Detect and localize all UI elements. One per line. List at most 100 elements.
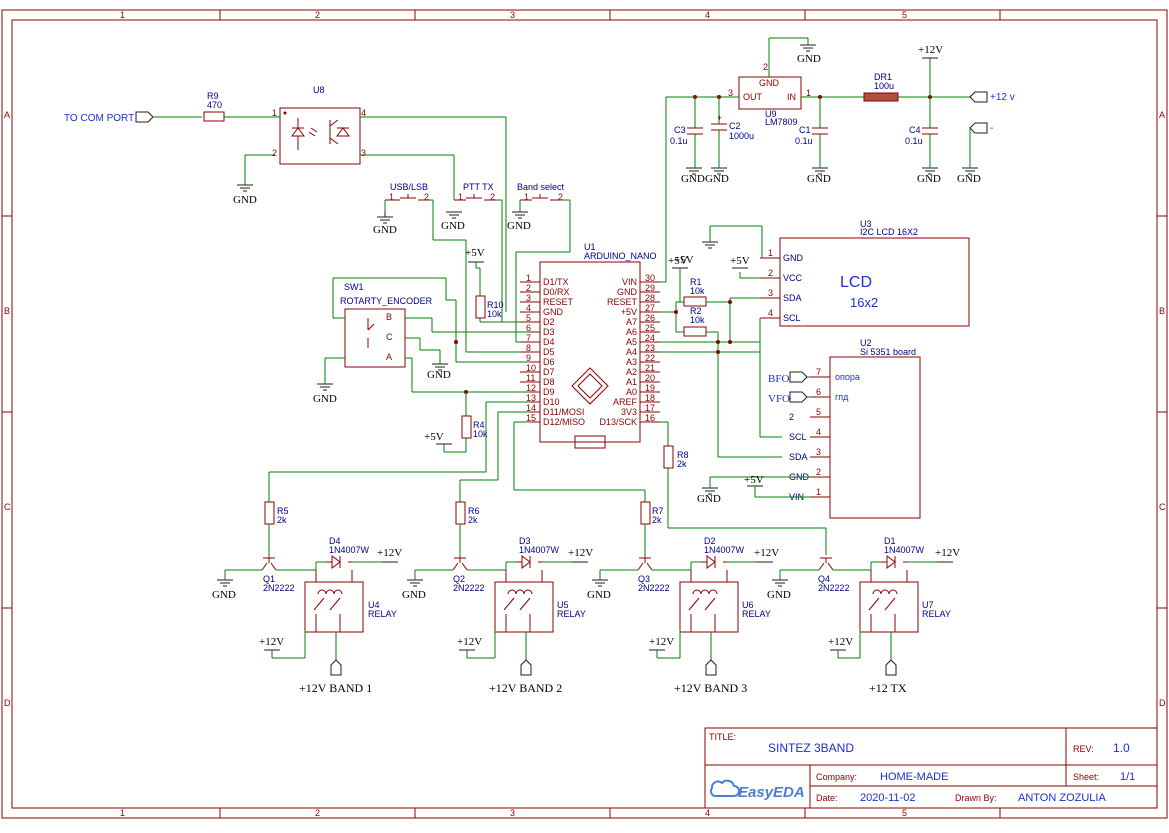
r6-val: 2k	[468, 515, 478, 525]
nano-pin-num: 1	[526, 273, 531, 283]
nano-pin-name: A1	[626, 377, 637, 387]
u9-gnd-label: GND	[759, 78, 780, 88]
lcd-pin-name: SDA	[783, 293, 802, 303]
enc-pin-b: B	[386, 312, 392, 322]
c1-ref: C1	[799, 125, 811, 135]
grid-row-a-right: A	[1159, 110, 1165, 120]
c3-val: 0.1u	[670, 136, 688, 146]
q4-ref: Q4	[818, 574, 830, 584]
u4-ref: U4	[368, 600, 380, 610]
grid-col-2: 2	[315, 10, 320, 20]
svg-text:GND: GND	[697, 493, 721, 505]
u9-ref: U9	[765, 109, 777, 119]
nano-pin-num: 18	[645, 393, 655, 403]
u5-p12-label: +12V	[457, 636, 482, 648]
nano-pin-num: 24	[645, 333, 655, 343]
relay-drivers: R8 2k R5 2k Q1 2N2222 D4 1N4007W +12V U4…	[224, 401, 960, 695]
nano-pin-name: A2	[626, 367, 637, 377]
title-block: TITLE: SINTEZ 3BAND REV: 1.0 Company: HO…	[704, 727, 1158, 809]
svg-text:GND: GND	[705, 173, 729, 185]
lcd-text-1: LCD	[840, 274, 872, 291]
nano-pin-num: 11	[526, 373, 535, 383]
r7-ref: R7	[652, 506, 664, 516]
u3-val: I2C LCD 16X2	[860, 227, 918, 237]
r7-val: 2k	[652, 515, 662, 525]
r4-5v-label: +5V	[424, 431, 444, 443]
sw1-val: ROTARTY_ENCODER	[340, 296, 433, 306]
pullup-resistors: +5V R1 10k R2 10k	[660, 255, 760, 354]
resistor-r8	[663, 445, 674, 469]
drawn-value: ANTON ZOZULIA	[1018, 792, 1106, 804]
sw1-ref: SW1	[344, 282, 364, 292]
title-value: SINTEZ 3BAND	[768, 741, 854, 755]
r12-5v-label: +5V	[668, 255, 688, 267]
nano-pin-name: D13/SCK	[599, 417, 637, 427]
port-band1-label: +12V BAND 1	[299, 681, 372, 695]
svg-text:GND: GND	[917, 173, 941, 185]
svg-text:1: 1	[806, 88, 811, 98]
svg-text:GND: GND	[957, 173, 981, 185]
port-tx-flag	[885, 659, 897, 676]
resistor-r4	[461, 415, 472, 439]
nano-pin-num: 4	[526, 303, 531, 313]
gnd-band: GND	[507, 211, 531, 232]
nano-pin-name: A6	[626, 327, 637, 337]
grid-row-b: B	[4, 306, 10, 316]
nano-pin-num: 5	[526, 313, 531, 323]
d3-ref: D3	[519, 536, 531, 546]
nano-pin-name: GND	[617, 287, 638, 297]
svg-text:GND: GND	[441, 220, 465, 232]
svg-text:1: 1	[272, 108, 277, 118]
nano-pin-name: AREF	[613, 397, 638, 407]
u6-ref: U6	[742, 600, 754, 610]
port-band3-label: +12V BAND 3	[674, 681, 747, 695]
rev-value: 1.0	[1113, 741, 1130, 755]
nano-pin-name: A0	[626, 387, 637, 397]
rotary-encoder-sw1: SW1 ROTARTY_ENCODER B C A	[324, 277, 530, 394]
nano-pin-name: D1/TX	[543, 277, 569, 287]
sheet-value: 1/1	[1120, 771, 1135, 783]
choke-dr1	[863, 92, 899, 102]
u2-val: Si 5351 board	[860, 347, 916, 357]
svg-text:GND: GND	[212, 589, 236, 601]
nano-pin-num: 26	[645, 313, 655, 323]
c2-val: 1000u	[729, 131, 754, 141]
si-5v-label: +5V	[744, 474, 764, 486]
nano-pin-name: A7	[626, 317, 637, 327]
resistor-r9	[203, 111, 225, 122]
svg-text:GND: GND	[797, 53, 821, 65]
u9-in-label: IN	[787, 92, 796, 102]
nano-pin-num: 29	[645, 283, 655, 293]
si-pin-name: SCL	[789, 432, 807, 442]
svg-text:2: 2	[490, 192, 495, 202]
svg-text:GND: GND	[313, 393, 337, 405]
grid-col-1: 1	[120, 10, 125, 20]
nano-pin-name: D10	[543, 397, 560, 407]
si-pin-num: 7	[816, 367, 821, 377]
q2-ref: Q2	[453, 574, 465, 584]
gnd-reg: GND	[797, 44, 821, 65]
u2-opora: опора	[835, 372, 860, 382]
com-port-section: TO COM PORT R9 470 U8 12 43	[64, 85, 507, 312]
nano-pin-num: 3	[526, 293, 531, 303]
nano-pin-num: 10	[526, 363, 536, 373]
optocoupler-u8	[279, 107, 361, 165]
nano-pin-num: 8	[526, 343, 531, 353]
u7-val: RELAY	[922, 609, 951, 619]
u6-val: RELAY	[742, 609, 771, 619]
grid-row-d-right: D	[1159, 698, 1166, 708]
grid-row-c-right: C	[1159, 502, 1166, 512]
q1-p12-label: +12V	[377, 547, 402, 559]
si-pin-name: SDA	[789, 452, 808, 462]
port-minus-flag	[969, 122, 988, 134]
nano-pin-name: D5	[543, 347, 555, 357]
port-band2-flag	[520, 659, 532, 676]
misc-labels: +5V	[674, 254, 694, 266]
d1-ref: D1	[884, 536, 896, 546]
d1-val: 1N4007W	[884, 545, 925, 555]
